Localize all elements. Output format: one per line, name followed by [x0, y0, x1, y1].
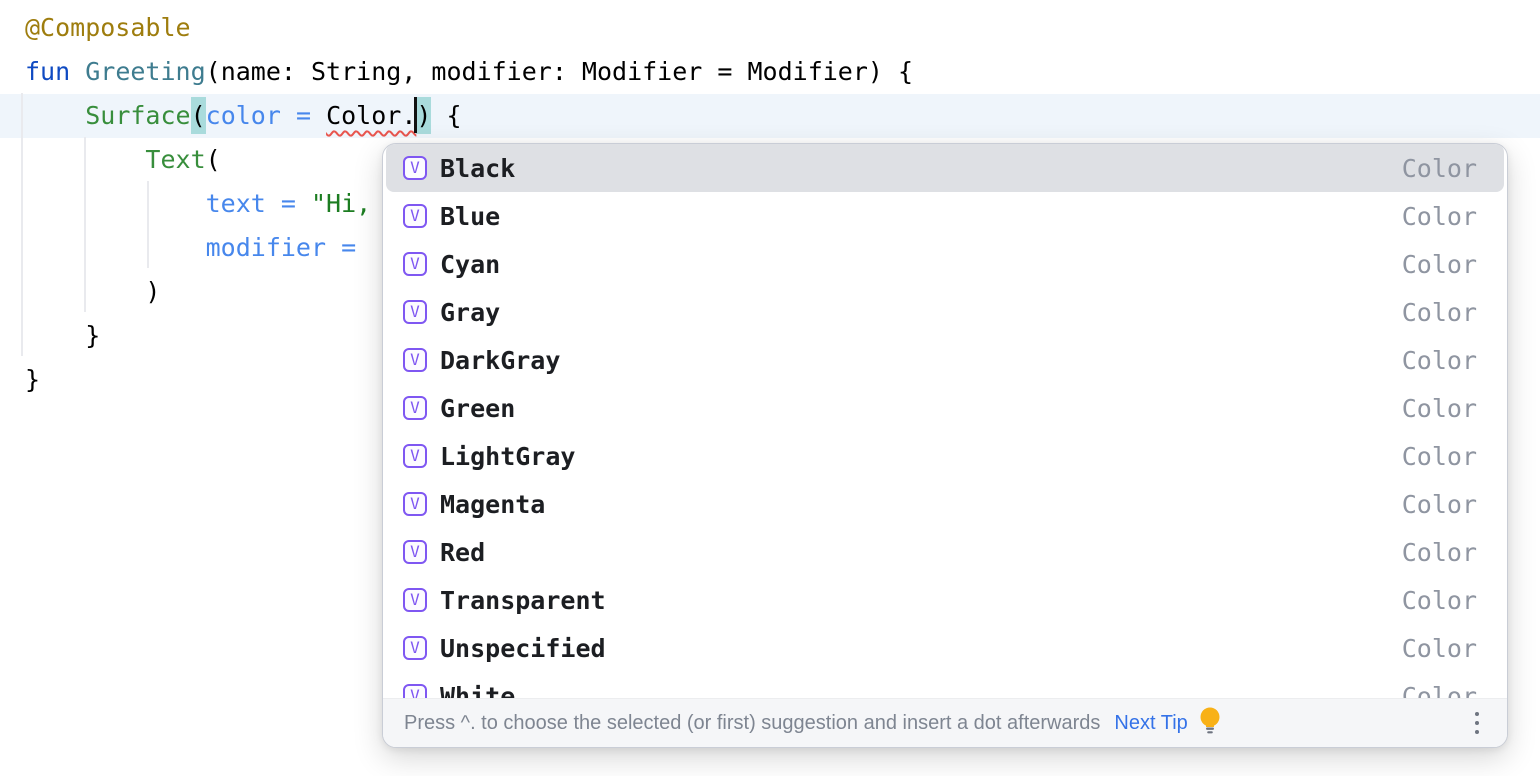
code-token-plain: ) [25, 277, 161, 306]
code-line[interactable]: text = "Hi, [0, 182, 1540, 226]
code-token-plain [25, 233, 206, 262]
code-line[interactable]: } [0, 314, 1540, 358]
code-token-plain: ( [205, 145, 221, 174]
code-token-annotation: @Composable [25, 13, 191, 42]
code-token-paren: ) [416, 97, 432, 134]
completion-item-type: Color [1401, 633, 1477, 663]
code-area: @Composable fun Greeting(name: String, mo… [0, 6, 1540, 402]
completion-item-name: Gray [440, 297, 501, 327]
completion-item-name: DarkGray [440, 345, 561, 375]
completion-item-name: Unspecified [440, 633, 606, 663]
value-icon: V [403, 252, 427, 276]
code-line[interactable]: modifier = [0, 226, 1540, 270]
value-icon: V [403, 444, 427, 468]
code-token-plain [25, 101, 85, 130]
completion-item-type: Color [1401, 153, 1477, 183]
lightbulb-icon[interactable] [1198, 707, 1222, 739]
kebab-menu-icon[interactable] [1471, 708, 1483, 738]
code-token-keyword: fun [25, 57, 71, 86]
code-token-paren: ( [190, 97, 206, 134]
completion-item-name: Cyan [440, 249, 501, 279]
completion-item-type: Color [1401, 297, 1477, 327]
code-token-plain: (name: String, modifier: Modifier = Modi… [205, 57, 914, 86]
completion-item-type: Color [1401, 345, 1477, 375]
completion-item-type: Color [1401, 489, 1477, 519]
code-token-namedarg: text = [205, 189, 311, 218]
value-icon: V [403, 492, 427, 516]
completion-item-name: Magenta [440, 489, 546, 519]
completion-item-type: Color [1401, 585, 1477, 615]
value-icon: V [403, 540, 427, 564]
value-icon: V [403, 156, 427, 180]
completion-item[interactable]: V White Color [386, 672, 1504, 699]
code-line-current[interactable]: Surface(color = Color.) { [0, 94, 1540, 138]
code-line[interactable]: Text( [0, 138, 1540, 182]
value-icon: V [403, 396, 427, 420]
code-token-plain: } [25, 365, 41, 394]
completion-item-name: Green [440, 393, 516, 423]
completion-list: V Black Color V Blue Color V Cyan Color … [383, 144, 1507, 699]
completion-item-type: Color [1401, 249, 1477, 279]
completion-item[interactable]: V Red Color [386, 528, 1504, 576]
value-icon: V [403, 204, 427, 228]
code-token-fncall: Text [145, 145, 206, 174]
code-token-plain: } [25, 321, 101, 350]
completion-item-type: Color [1401, 393, 1477, 423]
value-icon: V [403, 636, 427, 660]
code-token-string: "Hi, [310, 189, 372, 218]
completion-item[interactable]: V Cyan Color [386, 240, 1504, 288]
completion-item-name: Transparent [440, 585, 606, 615]
completion-item-name: Black [440, 153, 516, 183]
completion-item-type: Color [1401, 201, 1477, 231]
completion-item-name: Red [440, 537, 486, 567]
code-token-namedarg: modifier = [205, 233, 372, 262]
code-token-namedarg: color = [205, 101, 327, 130]
code-line[interactable]: } [0, 358, 1540, 402]
completion-item-name: LightGray [440, 441, 576, 471]
completion-item[interactable]: V DarkGray Color [386, 336, 1504, 384]
code-token-fndecl: Greeting [85, 57, 206, 86]
completion-item[interactable]: V Black Color [386, 144, 1504, 192]
code-token-plain [25, 189, 206, 218]
code-line[interactable]: @Composable [0, 6, 1540, 50]
completion-item[interactable]: V Blue Color [386, 192, 1504, 240]
value-icon: V [403, 300, 427, 324]
completion-item[interactable]: V Transparent Color [386, 576, 1504, 624]
code-token-fncall: Surface [85, 101, 191, 130]
completion-item-name: Blue [440, 201, 501, 231]
code-token-plain [70, 57, 85, 86]
code-line[interactable]: fun Greeting(name: String, modifier: Mod… [0, 50, 1540, 94]
completion-item[interactable]: V LightGray Color [386, 432, 1504, 480]
value-icon: V [403, 588, 427, 612]
completion-popup: V Black Color V Blue Color V Cyan Color … [382, 143, 1508, 748]
completion-hint-bar: Press ^. to choose the selected (or firs… [383, 698, 1507, 747]
completion-item-type: Color [1401, 537, 1477, 567]
completion-item-type: Color [1401, 681, 1477, 699]
completion-item[interactable]: V Magenta Color [386, 480, 1504, 528]
completion-item-type: Color [1401, 441, 1477, 471]
code-token-plain: { [431, 101, 462, 130]
completion-item[interactable]: V Gray Color [386, 288, 1504, 336]
value-icon: V [403, 348, 427, 372]
completion-item[interactable]: V Unspecified Color [386, 624, 1504, 672]
indent-guide [21, 93, 23, 356]
code-line[interactable]: ) [0, 270, 1540, 314]
indent-guide [147, 181, 149, 268]
completion-item[interactable]: V Green Color [386, 384, 1504, 432]
code-token-error: Color. [326, 101, 417, 130]
hint-text: Press ^. to choose the selected (or firs… [404, 711, 1101, 734]
completion-item-name: White [440, 681, 516, 699]
indent-guide [84, 137, 86, 312]
value-icon: V [403, 684, 427, 699]
next-tip-link[interactable]: Next Tip [1114, 711, 1188, 734]
